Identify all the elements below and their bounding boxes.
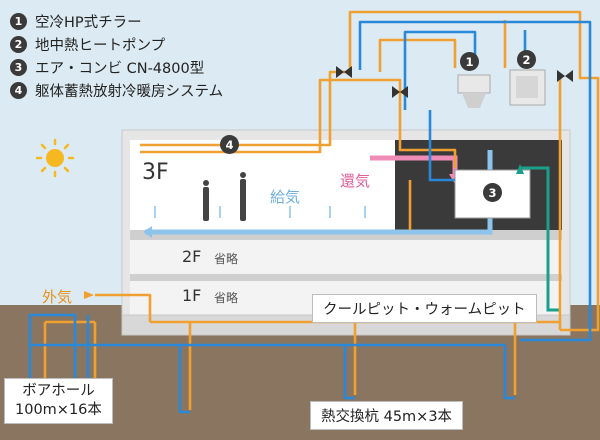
- supply-air-arrows: [154, 206, 366, 218]
- cool-pit-label: クールピット・ウォームピット: [312, 294, 537, 323]
- floor-note-2f: 省略: [214, 252, 239, 266]
- slab-3f: [130, 230, 562, 240]
- valve-icon: [336, 66, 573, 98]
- people-figures: [203, 172, 246, 221]
- legend-text: 空冷HP式チラー: [35, 15, 142, 31]
- return-air-label: 還気: [340, 172, 371, 190]
- legend-number: 4: [10, 82, 27, 99]
- floor-note-1f: 省略: [214, 291, 239, 305]
- legend-number: 3: [10, 59, 27, 76]
- supply-air-label: 給気: [270, 188, 301, 206]
- legend-text: 躯体蓄熱放射冷暖房システム: [35, 84, 224, 100]
- floor-label-3f: 3F: [142, 160, 169, 185]
- legend-item-4: 4 躯体蓄熱放射冷暖房システム: [10, 79, 223, 102]
- callout-3: 3: [483, 183, 502, 202]
- floor-label-2f: 2F: [182, 247, 202, 266]
- legend-text: エア・コンビ CN-4800型: [35, 61, 205, 77]
- borehole-label: ボアホール 100m×16本: [4, 378, 113, 424]
- legend-number: 1: [10, 13, 27, 30]
- callout-4: 4: [220, 135, 239, 154]
- floor-3f: [130, 140, 395, 230]
- floor-label-1f: 1F: [182, 286, 202, 305]
- outside-air-label: 外気: [42, 288, 73, 306]
- legend-text: 地中熱ヒートポンプ: [35, 38, 166, 54]
- slab-2f: [130, 274, 562, 281]
- chiller-unit-1: [457, 74, 491, 108]
- blue-pipes: [28, 20, 592, 414]
- legend-item-2: 2 地中熱ヒートポンプ: [10, 33, 223, 56]
- sun-icon: [35, 138, 75, 178]
- floor-2f: [130, 240, 562, 274]
- orange-pipes: [43, 10, 600, 410]
- chiller-unit-2: [509, 69, 546, 106]
- callout-1: 1: [460, 52, 479, 71]
- legend: 1 空冷HP式チラー 2 地中熱ヒートポンプ 3 エア・コンビ CN-4800型…: [10, 10, 223, 102]
- callout-2: 2: [517, 50, 536, 69]
- heat-pile-label: 熱交換杭 45m×3本: [310, 401, 464, 430]
- teal-duct: [520, 166, 560, 312]
- legend-item-1: 1 空冷HP式チラー: [10, 10, 223, 33]
- legend-number: 2: [10, 36, 27, 53]
- legend-item-3: 3 エア・コンビ CN-4800型: [10, 56, 223, 79]
